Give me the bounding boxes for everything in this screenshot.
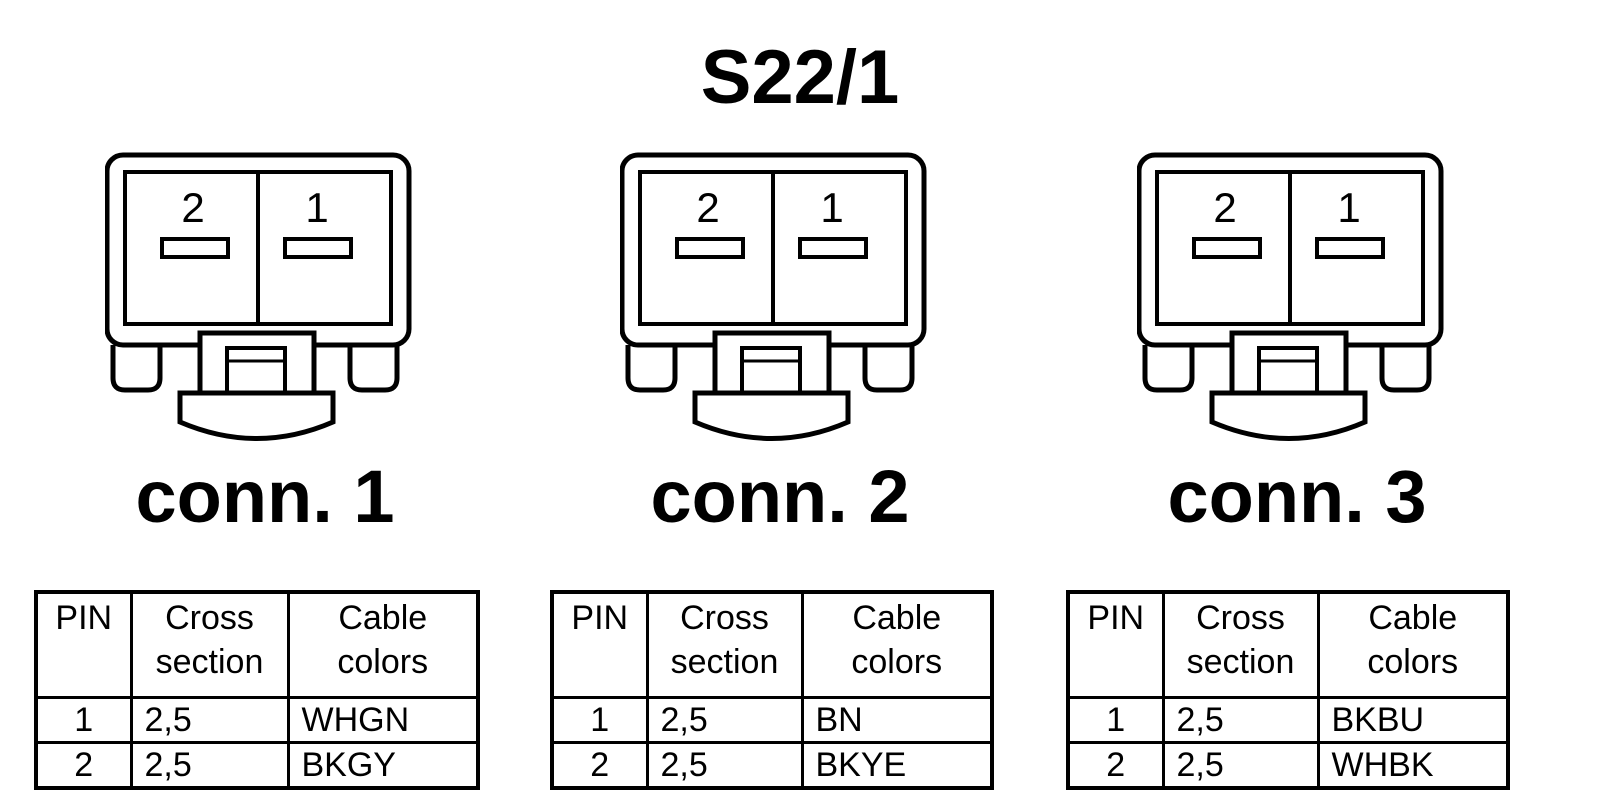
- latch-frame: [197, 330, 317, 396]
- latch-frame: [1229, 330, 1349, 396]
- table-row: 1 2,5 BKBU: [1066, 696, 1510, 744]
- pin-slot-2: [160, 237, 230, 259]
- diagram-title: S22/1: [700, 35, 900, 120]
- header-pin: PIN: [1066, 590, 1165, 699]
- connector-3-drawing: 2 1: [1137, 152, 1444, 441]
- cell-pin: 1: [550, 696, 649, 744]
- latch-tab: [177, 390, 336, 441]
- latch-frame: [712, 330, 832, 396]
- housing-foot-right: [347, 345, 400, 393]
- connector-3: 2 1 conn. 3: [1137, 150, 1457, 534]
- cell-cross-section: 2,5: [129, 741, 290, 790]
- pin-number-left: 2: [181, 184, 204, 231]
- cell-pin: 2: [550, 741, 649, 790]
- cell-cable-color: WHBK: [1316, 741, 1510, 790]
- cell-cross-section: 2,5: [1161, 696, 1320, 744]
- connector-label: conn. 2: [650, 455, 910, 538]
- cell-cross-section: 2,5: [645, 696, 804, 744]
- connector-1: 2 1 conn. 1: [105, 150, 425, 534]
- header-pin: PIN: [550, 590, 649, 699]
- latch-tab: [692, 390, 851, 441]
- connector-1-drawing: 2 1: [105, 152, 412, 441]
- latch-tab: [1209, 390, 1368, 441]
- housing-foot-left: [625, 345, 678, 393]
- pin-number-right: 1: [1337, 184, 1360, 231]
- housing-foot-right: [862, 345, 915, 393]
- cell-pin: 2: [1066, 741, 1165, 790]
- cell-cable-color: WHGN: [286, 696, 480, 744]
- cell-cable-color: BN: [800, 696, 994, 744]
- pin-slot-1: [798, 237, 868, 259]
- pin-number-right: 1: [305, 184, 328, 231]
- cell-cable-color: BKBU: [1316, 696, 1510, 744]
- table-row: 1 2,5 BN: [550, 696, 994, 744]
- pin-slot-1: [283, 237, 353, 259]
- table-row: 2 2,5 WHBK: [1066, 741, 1510, 790]
- cell-cross-section: 2,5: [645, 741, 804, 790]
- pin-number-right: 1: [820, 184, 843, 231]
- housing-foot-right: [1379, 345, 1432, 393]
- pin-slot-2: [1192, 237, 1262, 259]
- cell-pin: 2: [34, 741, 133, 790]
- cell-cross-section: 2,5: [1161, 741, 1320, 790]
- table-row: 1 2,5 WHGN: [34, 696, 480, 744]
- connector-2-drawing: 2 1: [620, 152, 927, 441]
- cell-cable-color: BKGY: [286, 741, 480, 790]
- table-row: 2 2,5 BKGY: [34, 741, 480, 790]
- connector-label: conn. 1: [135, 455, 395, 538]
- cell-cable-color: BKYE: [800, 741, 994, 790]
- table-row: 2 2,5 BKYE: [550, 741, 994, 790]
- header-pin: PIN: [34, 590, 133, 699]
- pin-slot-2: [675, 237, 745, 259]
- housing-foot-left: [110, 345, 163, 393]
- connector-2: 2 1 conn. 2: [620, 150, 940, 534]
- pin-slot-1: [1315, 237, 1385, 259]
- cell-cross-section: 2,5: [129, 696, 290, 744]
- connector-label: conn. 3: [1167, 455, 1427, 538]
- cell-pin: 1: [34, 696, 133, 744]
- cell-pin: 1: [1066, 696, 1165, 744]
- pin-number-left: 2: [696, 184, 719, 231]
- pin-number-left: 2: [1213, 184, 1236, 231]
- housing-foot-left: [1142, 345, 1195, 393]
